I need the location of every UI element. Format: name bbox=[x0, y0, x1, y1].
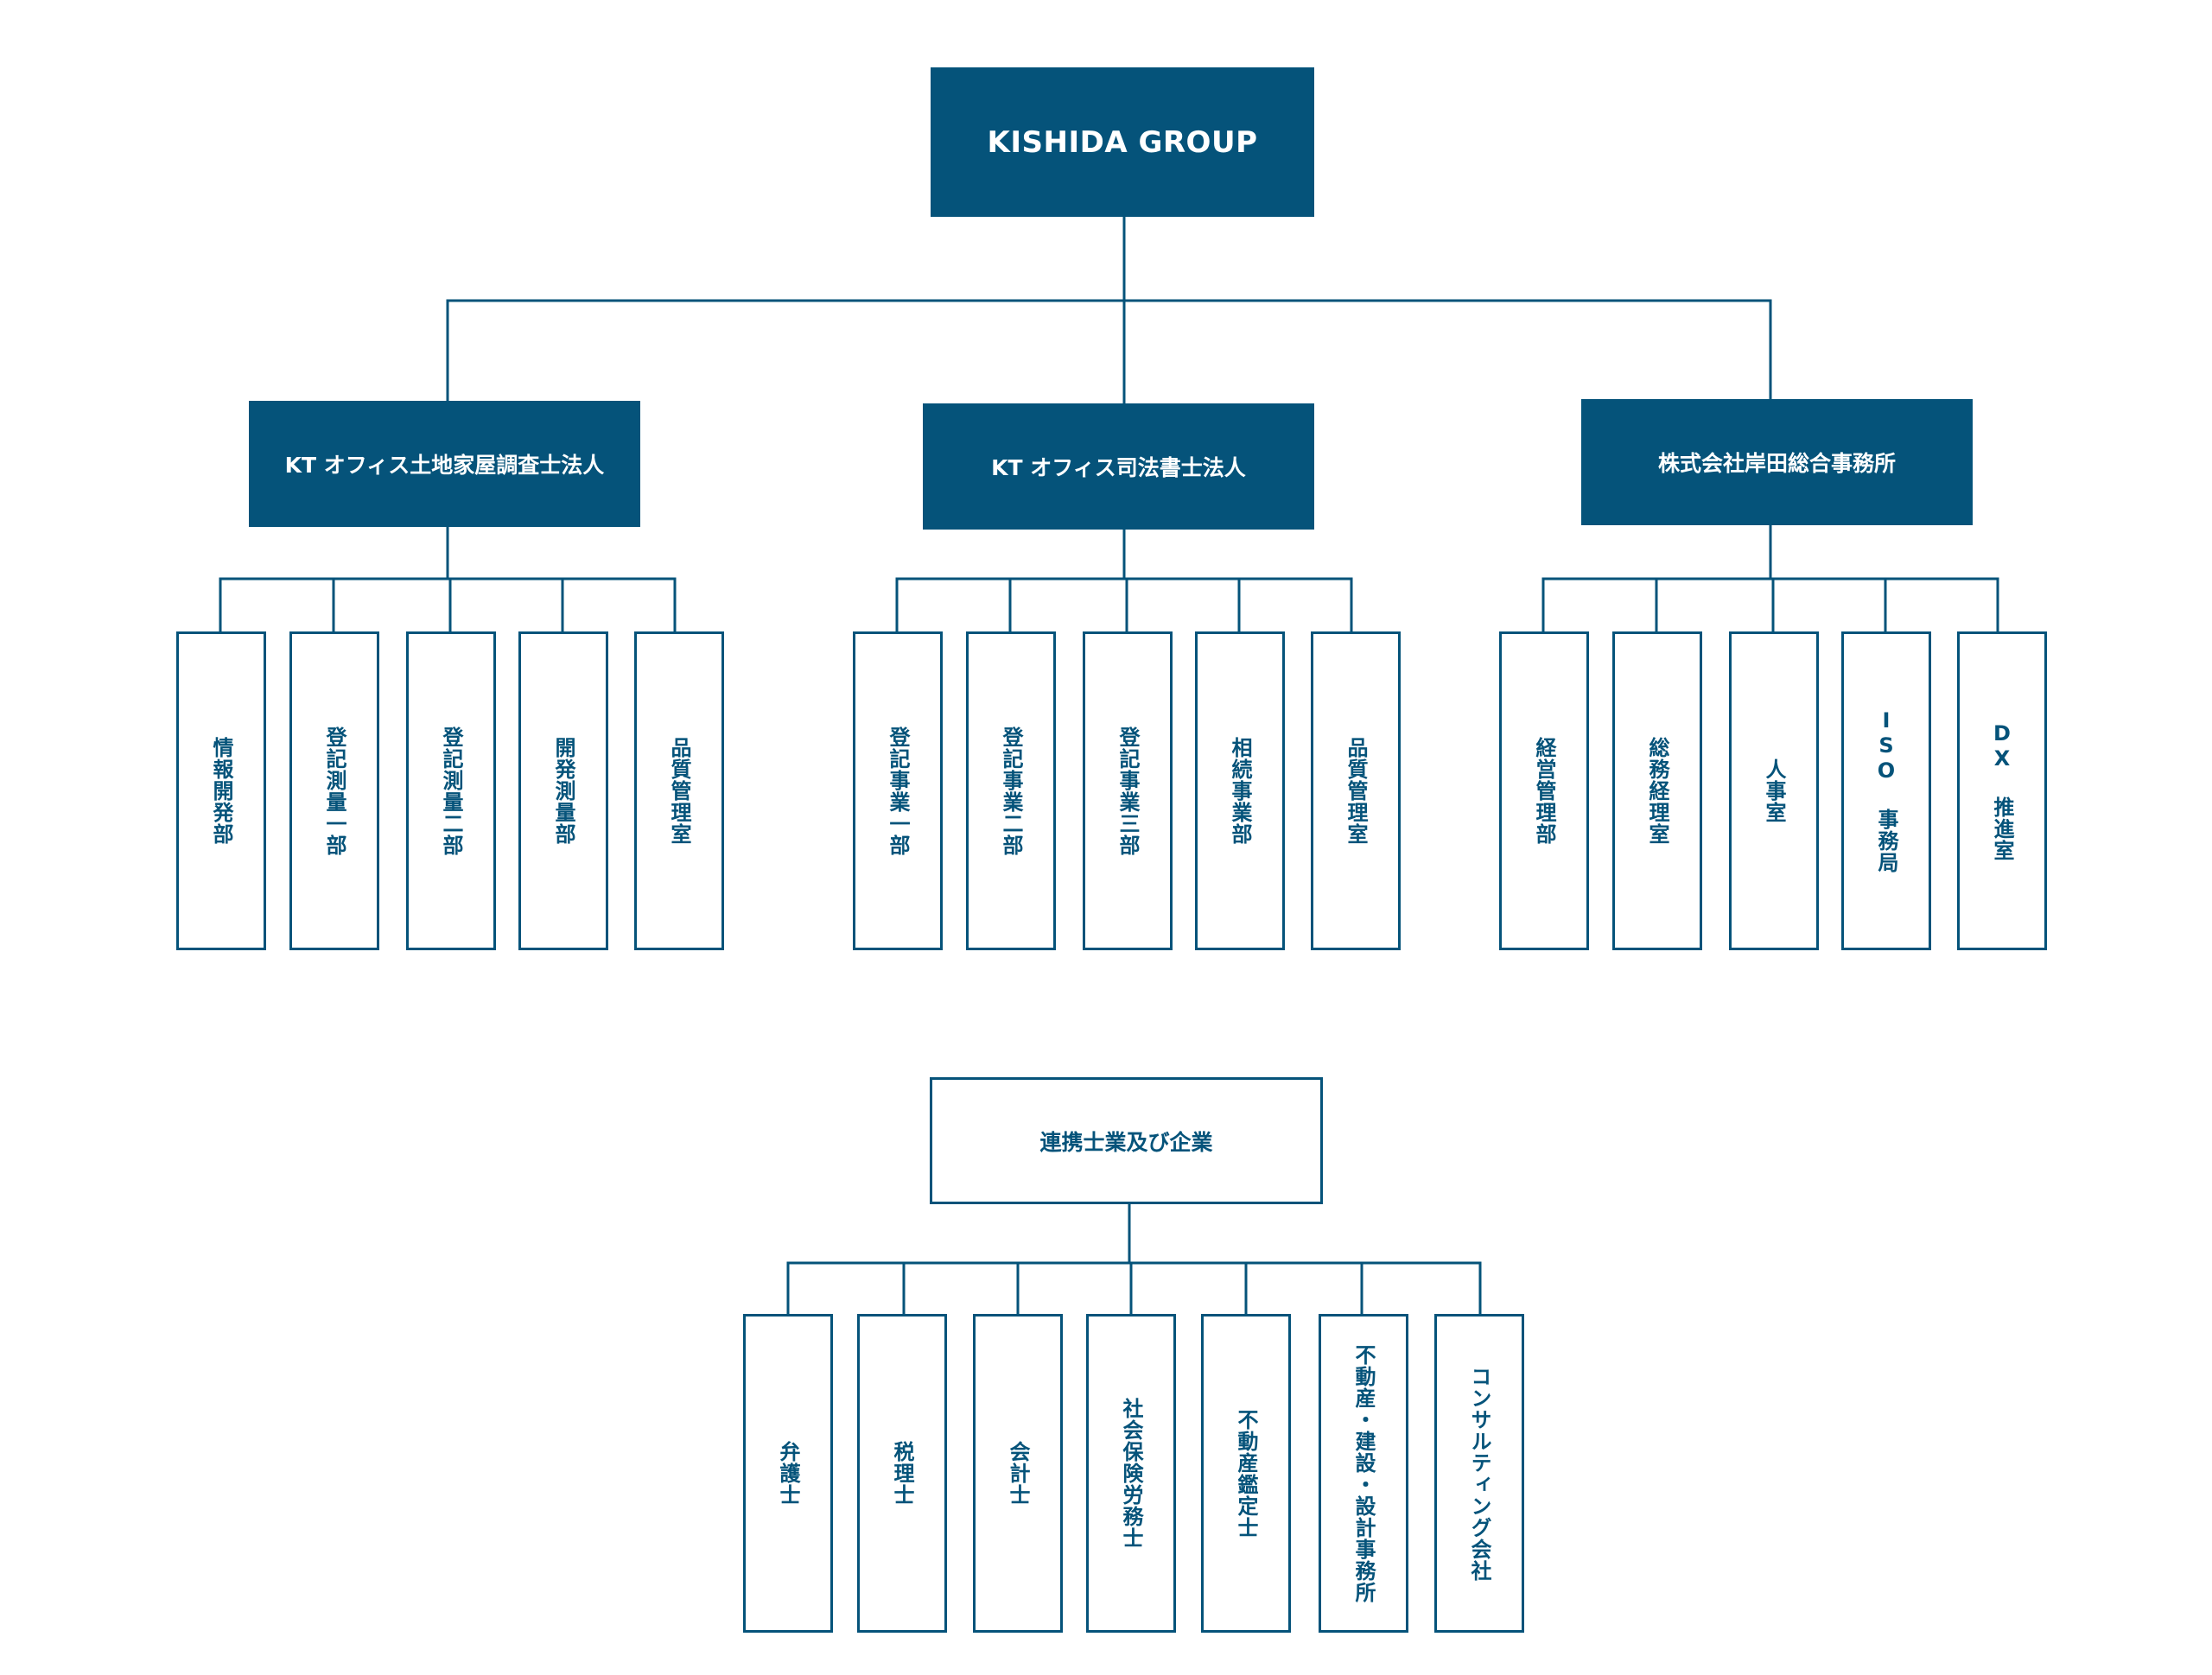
dept-box: ISO 事務局 bbox=[1841, 631, 1931, 950]
dept-label: 登記事業一部 bbox=[886, 726, 910, 856]
branch-label: KT オフィス司法書士法人 bbox=[991, 455, 1246, 480]
dept-label: 登記事業三部 bbox=[1116, 726, 1140, 856]
dept-box: DX 推進室 bbox=[1957, 631, 2047, 950]
branch-node-judicial-scrivener: KT オフィス司法書士法人 bbox=[923, 403, 1314, 530]
dept-box: 登記事業三部 bbox=[1083, 631, 1173, 950]
dept-box: 経営管理部 bbox=[1499, 631, 1589, 950]
partners-node: 連携士業及び企業 bbox=[930, 1077, 1323, 1204]
dept-label: 品質管理室 bbox=[1344, 737, 1368, 845]
partner-box: 税理士 bbox=[857, 1314, 947, 1633]
partner-label: 不動産鑑定士 bbox=[1234, 1408, 1258, 1539]
dept-label: DX 推進室 bbox=[1990, 720, 2014, 861]
partner-box: 会計士 bbox=[973, 1314, 1063, 1633]
dept-box: 登記測量一部 bbox=[289, 631, 379, 950]
dept-box: 人事室 bbox=[1729, 631, 1819, 950]
dept-box: 開発測量部 bbox=[518, 631, 608, 950]
branch-node-land-survey: KT オフィス土地家屋調査士法人 bbox=[249, 401, 640, 527]
branch-label: KT オフィス土地家屋調査士法人 bbox=[284, 453, 605, 478]
dept-box: 情報開発部 bbox=[176, 631, 266, 950]
partner-label: コンサルティング会社 bbox=[1467, 1365, 1491, 1582]
dept-label: 登記測量二部 bbox=[439, 726, 463, 856]
branch-node-general-office: 株式会社岸田総合事務所 bbox=[1581, 399, 1973, 525]
dept-box: 品質管理室 bbox=[1311, 631, 1401, 950]
root-label: KISHIDA GROUP bbox=[987, 124, 1258, 160]
dept-box: 登記事業二部 bbox=[966, 631, 1056, 950]
dept-box: 相続事業部 bbox=[1195, 631, 1285, 950]
partner-box: 不動産鑑定士 bbox=[1201, 1314, 1291, 1633]
dept-label: 情報開発部 bbox=[209, 737, 233, 845]
dept-box: 総務経理室 bbox=[1612, 631, 1702, 950]
partners-label: 連携士業及び企業 bbox=[1039, 1129, 1213, 1155]
partner-label: 社会保険労務士 bbox=[1119, 1398, 1143, 1549]
dept-label: 総務経理室 bbox=[1645, 737, 1669, 845]
partner-label: 弁護士 bbox=[776, 1441, 800, 1506]
partner-label: 会計士 bbox=[1006, 1441, 1030, 1506]
dept-label: 相続事業部 bbox=[1228, 737, 1252, 845]
partner-box: コンサルティング会社 bbox=[1434, 1314, 1524, 1633]
dept-label: 品質管理室 bbox=[667, 737, 691, 845]
partner-box: 社会保険労務士 bbox=[1086, 1314, 1176, 1633]
partner-box: 不動産・建設・設計事務所 bbox=[1319, 1314, 1408, 1633]
dept-label: ISO 事務局 bbox=[1874, 708, 1898, 873]
dept-label: 経営管理部 bbox=[1532, 737, 1556, 845]
dept-box: 登記測量二部 bbox=[406, 631, 496, 950]
root-node: KISHIDA GROUP bbox=[931, 67, 1314, 217]
partner-label: 税理士 bbox=[890, 1441, 914, 1506]
dept-box: 品質管理室 bbox=[634, 631, 724, 950]
branch-label: 株式会社岸田総合事務所 bbox=[1657, 451, 1896, 476]
dept-label: 人事室 bbox=[1762, 758, 1786, 823]
dept-label: 登記測量一部 bbox=[322, 726, 346, 856]
partner-box: 弁護士 bbox=[743, 1314, 833, 1633]
dept-label: 登記事業二部 bbox=[999, 726, 1023, 856]
partner-label: 不動産・建設・設計事務所 bbox=[1351, 1343, 1376, 1603]
dept-box: 登記事業一部 bbox=[853, 631, 943, 950]
dept-label: 開発測量部 bbox=[551, 737, 575, 845]
